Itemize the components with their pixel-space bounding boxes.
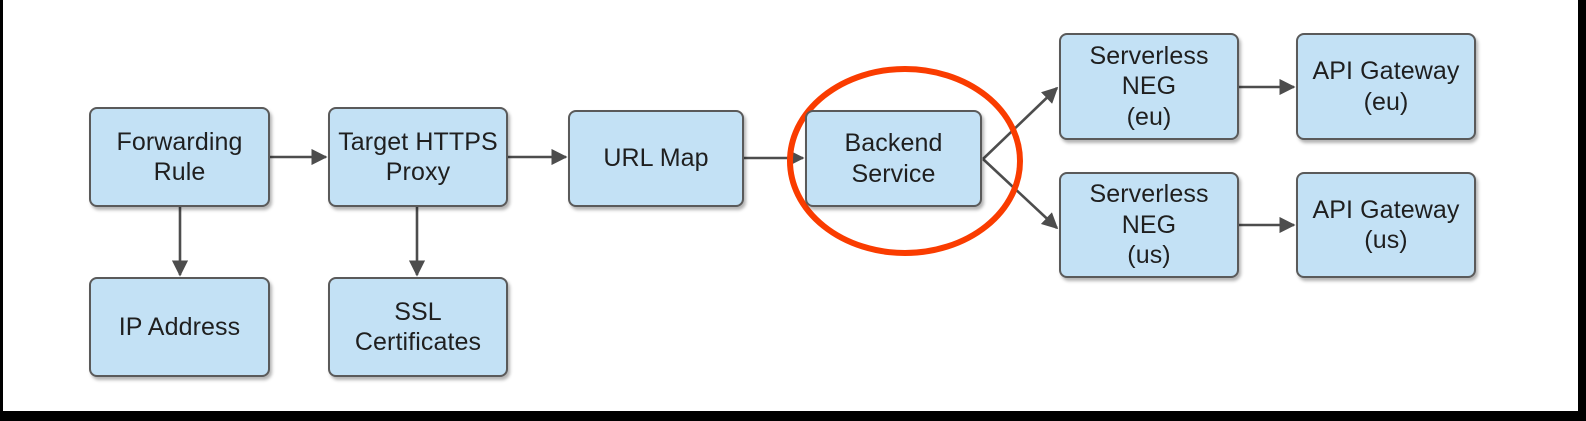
node-forwarding-rule[interactable]: Forwarding Rule (89, 107, 270, 207)
node-api-gateway-us[interactable]: API Gateway (us) (1296, 172, 1476, 278)
node-api-gateway-eu[interactable]: API Gateway (eu) (1296, 33, 1476, 140)
arrow-backend-service-to-serverless-neg-eu (982, 86, 1059, 160)
node-serverless-neg-eu[interactable]: Serverless NEG (eu) (1059, 33, 1239, 140)
node-url-map-label: URL Map (603, 144, 709, 173)
node-ssl-certificates-label: SSL Certificates (354, 297, 482, 357)
node-serverless-neg-us[interactable]: Serverless NEG (us) (1059, 172, 1239, 278)
arrow-backend-service-to-serverless-neg-us (982, 158, 1059, 230)
node-ssl-certificates[interactable]: SSL Certificates (328, 277, 508, 377)
backend-service-highlight-ellipse (787, 66, 1023, 256)
node-api-gateway-us-label: API Gateway (us) (1312, 195, 1460, 255)
node-url-map[interactable]: URL Map (568, 110, 744, 207)
canvas-right-border (1578, 0, 1586, 421)
node-serverless-neg-us-label: Serverless NEG (us) (1089, 180, 1209, 270)
node-ip-address-label: IP Address (118, 312, 241, 341)
node-backend-service-label: Backend Service (844, 129, 943, 188)
canvas-left-border (0, 0, 3, 421)
node-target-https-proxy[interactable]: Target HTTPS Proxy (328, 107, 508, 207)
node-serverless-neg-eu-label: Serverless NEG (eu) (1089, 41, 1209, 131)
node-backend-service[interactable]: Backend Service (805, 110, 982, 207)
node-forwarding-rule-label: Forwarding Rule (116, 127, 243, 187)
canvas-bottom-border (0, 411, 1586, 421)
node-target-https-proxy-label: Target HTTPS Proxy (338, 127, 498, 187)
node-api-gateway-eu-label: API Gateway (eu) (1312, 57, 1460, 116)
node-ip-address[interactable]: IP Address (89, 277, 270, 377)
